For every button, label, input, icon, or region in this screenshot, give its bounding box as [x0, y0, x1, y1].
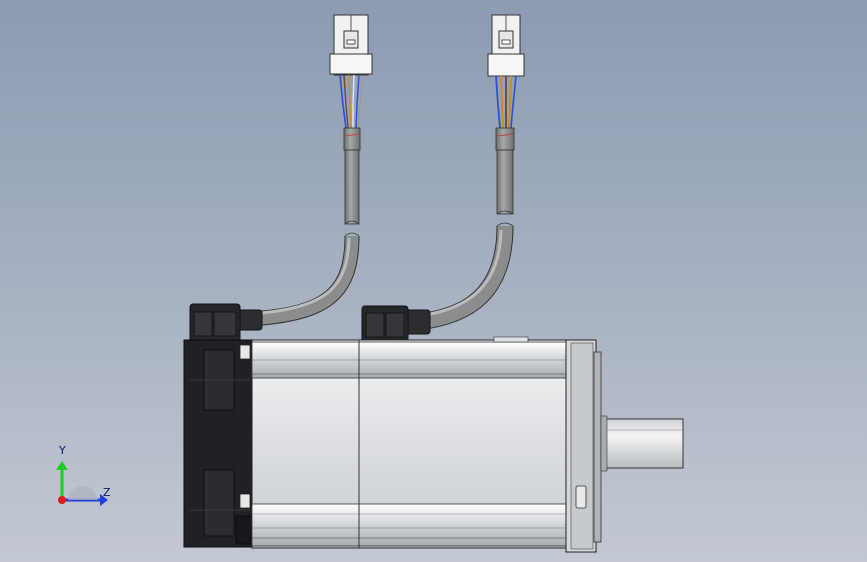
power-plug-housing: [361, 305, 431, 343]
front-flange: [565, 339, 602, 553]
motor-body[interactable]: [183, 336, 684, 553]
triad-z-label: Z: [103, 486, 111, 499]
triad-y-label: Y: [59, 444, 66, 457]
orientation-triad: [56, 461, 108, 506]
rear-cover: [183, 339, 253, 548]
power-connector[interactable]: [487, 14, 525, 77]
encoder-cable[interactable]: [189, 14, 373, 343]
encoder-cable-sheath: [261, 127, 361, 326]
encoder-wires: [339, 74, 364, 129]
encoder-connector[interactable]: [329, 14, 373, 76]
stator-housing: [251, 336, 571, 549]
power-wires: [495, 75, 517, 129]
x-axis-dot: [58, 496, 66, 504]
output-shaft[interactable]: [600, 415, 684, 472]
encoder-plug-housing: [189, 303, 263, 343]
power-cable[interactable]: [361, 14, 525, 343]
power-cable-sheath: [416, 127, 515, 331]
